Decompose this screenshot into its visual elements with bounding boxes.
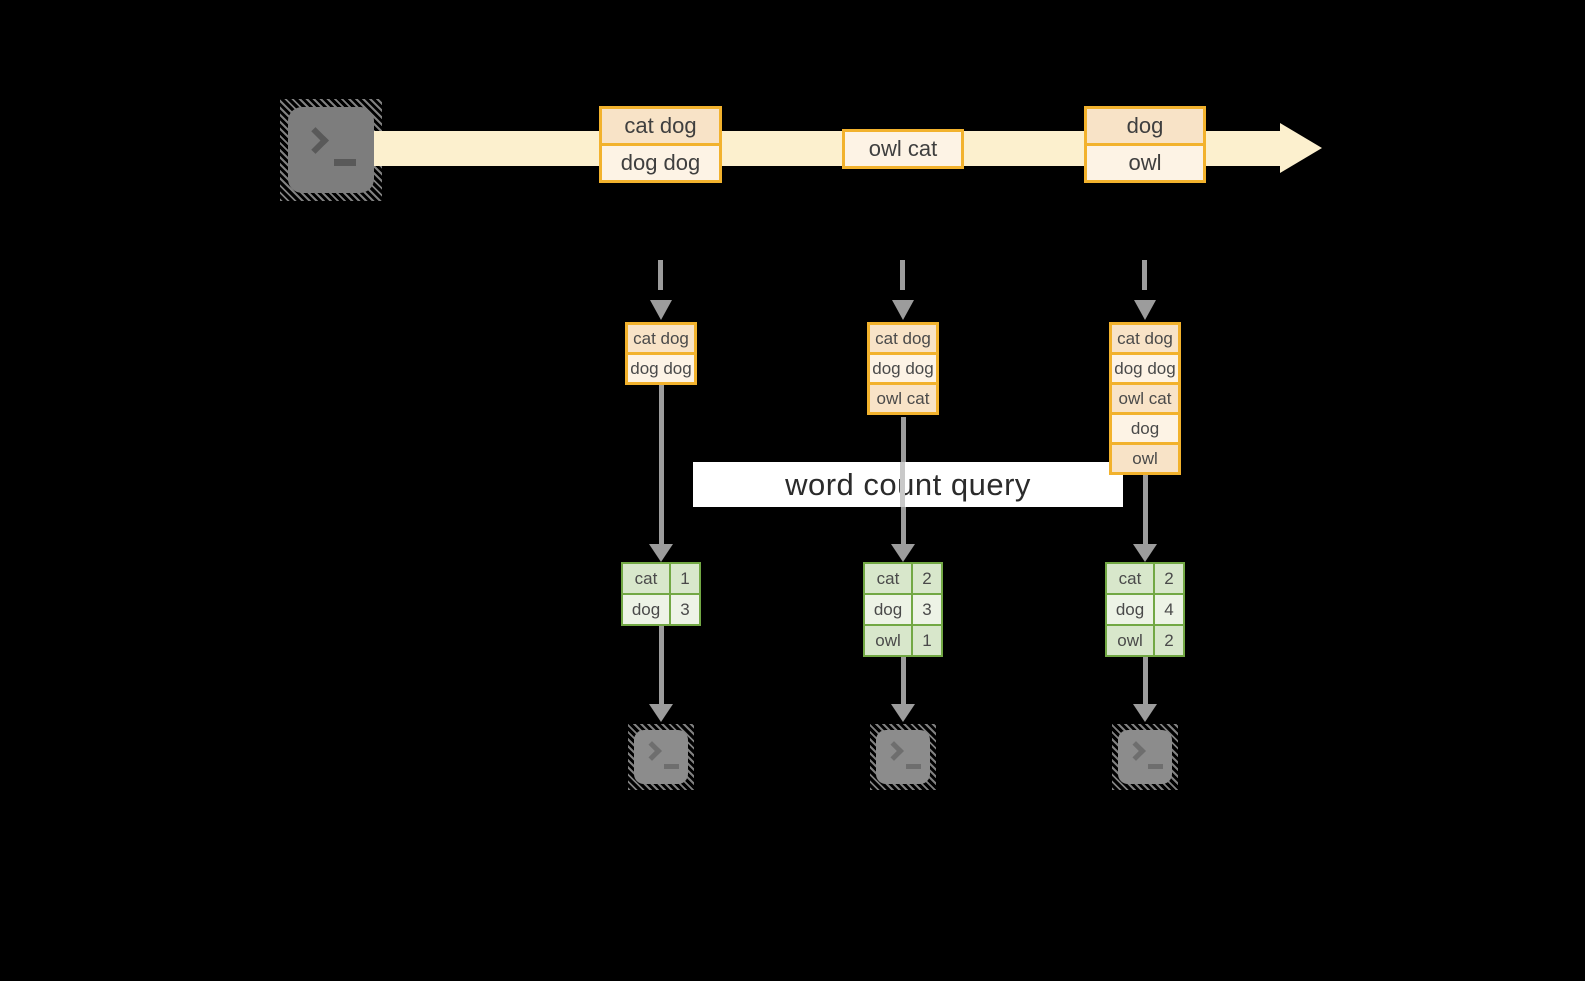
word-count-table: cat 2 dog 3 owl 1 <box>863 562 943 657</box>
count-cell: 2 <box>1155 564 1183 593</box>
prompt-chevron-icon <box>302 127 329 154</box>
ingest-arrow-dash <box>900 260 905 290</box>
stream-event-box: dog owl <box>1084 106 1206 183</box>
output-arrow <box>901 657 906 706</box>
word-cell: owl <box>865 626 911 655</box>
terminal-body <box>1118 730 1172 784</box>
terminal-body <box>634 730 688 784</box>
word-cell: cat <box>1107 564 1153 593</box>
buffer-event-text: dog dog <box>1112 355 1178 382</box>
buffer-event-text: owl <box>1112 445 1178 472</box>
output-arrowhead-icon <box>891 704 915 722</box>
query-arrowhead-icon <box>1133 544 1157 562</box>
output-arrowhead-icon <box>1133 704 1157 722</box>
sink-terminal-icon <box>1112 724 1178 790</box>
buffer-event-text: cat dog <box>1112 325 1178 352</box>
stream-event-text: dog dog <box>602 146 719 180</box>
stream-event-box: cat dog dog dog <box>599 106 722 183</box>
buffer-event-text: dog dog <box>628 355 694 382</box>
count-cell: 3 <box>913 595 941 624</box>
count-cell: 2 <box>913 564 941 593</box>
word-cell: cat <box>623 564 669 593</box>
stream-arrowhead-icon <box>1280 123 1322 173</box>
count-cell: 1 <box>671 564 699 593</box>
word-cell: dog <box>1107 595 1153 624</box>
word-count-query-banner: word count query <box>693 462 1123 507</box>
buffer-event-text: dog dog <box>870 355 936 382</box>
sink-terminal-icon <box>628 724 694 790</box>
ingest-arrow-dash <box>658 260 663 290</box>
output-arrow <box>1143 657 1148 706</box>
word-cell: cat <box>865 564 911 593</box>
output-arrowhead-icon <box>649 704 673 722</box>
prompt-underscore-icon <box>334 159 356 166</box>
prompt-underscore-icon <box>1148 764 1163 769</box>
terminal-body <box>876 730 930 784</box>
event-buffer-box: cat dog dog dog owl cat <box>867 322 939 415</box>
sink-terminal-icon <box>870 724 936 790</box>
stream-event-text: owl cat <box>845 132 961 166</box>
word-cell: owl <box>1107 626 1153 655</box>
word-cell: dog <box>865 595 911 624</box>
word-count-table: cat 2 dog 4 owl 2 <box>1105 562 1185 657</box>
word-cell: dog <box>623 595 669 624</box>
query-arrow <box>659 385 664 545</box>
stream-event-box: owl cat <box>842 129 964 169</box>
query-arrow <box>1143 475 1148 545</box>
output-arrow <box>659 626 664 706</box>
count-cell: 1 <box>913 626 941 655</box>
prompt-chevron-icon <box>642 741 662 761</box>
buffer-event-text: owl cat <box>1112 385 1178 412</box>
prompt-underscore-icon <box>906 764 921 769</box>
query-arrowhead-icon <box>891 544 915 562</box>
query-arrowhead-icon <box>649 544 673 562</box>
event-buffer-box: cat dog dog dog <box>625 322 697 385</box>
query-arrow-through-banner <box>900 462 905 507</box>
buffer-event-text: owl cat <box>870 385 936 412</box>
ingest-arrowhead-icon <box>1134 300 1156 320</box>
ingest-arrow-dash <box>1142 260 1147 290</box>
buffer-event-text: cat dog <box>870 325 936 352</box>
stream-event-text: cat dog <box>602 109 719 143</box>
buffer-event-text: cat dog <box>628 325 694 352</box>
prompt-underscore-icon <box>664 764 679 769</box>
stream-event-text: owl <box>1087 146 1203 180</box>
word-count-table: cat 1 dog 3 <box>621 562 701 626</box>
ingest-arrowhead-icon <box>650 300 672 320</box>
ingest-arrowhead-icon <box>892 300 914 320</box>
prompt-chevron-icon <box>1126 741 1146 761</box>
source-terminal-icon <box>280 99 382 201</box>
event-buffer-box: cat dog dog dog owl cat dog owl <box>1109 322 1181 475</box>
count-cell: 2 <box>1155 626 1183 655</box>
stream-event-text: dog <box>1087 109 1203 143</box>
count-cell: 3 <box>671 595 699 624</box>
prompt-chevron-icon <box>884 741 904 761</box>
buffer-event-text: dog <box>1112 415 1178 442</box>
count-cell: 4 <box>1155 595 1183 624</box>
terminal-body <box>288 107 374 193</box>
